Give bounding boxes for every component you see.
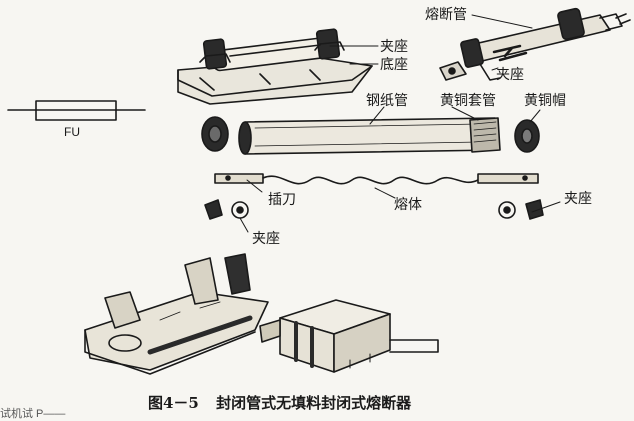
fuse-symbol (7, 100, 146, 121)
cartridge-block (259, 299, 439, 373)
fuse-tube-top (439, 7, 631, 81)
label-steel-paper-tube: 钢纸管 (366, 93, 408, 109)
figure-title: 封闭管式无填料封闭式熔断器 (216, 394, 412, 412)
base-bottom (84, 253, 269, 375)
label-clip-top-right: 夹座 (496, 67, 524, 83)
label-blade: 插刀 (268, 192, 296, 208)
label-base: 底座 (380, 57, 408, 73)
label-clip-top-left: 夹座 (380, 39, 408, 55)
footer-fragment: 试机试 P—— (0, 408, 66, 420)
assembled-fuse-on-base (177, 28, 373, 105)
label-brass-sleeve: 黄铜套管 (440, 93, 496, 109)
melt-and-blades (214, 173, 539, 185)
exploded-fuse-tube (201, 116, 540, 155)
label-clip-bottom-left: 夹座 (252, 231, 280, 247)
label-brass-cap: 黄铜帽 (524, 93, 566, 109)
label-fuse-tube: 熔断管 (425, 7, 467, 23)
label-clip-mid-right: 夹座 (564, 191, 592, 207)
fuse-symbol-label: FU (64, 125, 80, 139)
leader-lines (239, 14, 561, 233)
figure-caption: 图4－5 封闭管式无填料封闭式熔断器 (148, 392, 423, 413)
label-melt: 熔体 (394, 197, 422, 213)
small-clips (204, 199, 544, 220)
figure-number: 图4－5 (148, 394, 199, 412)
